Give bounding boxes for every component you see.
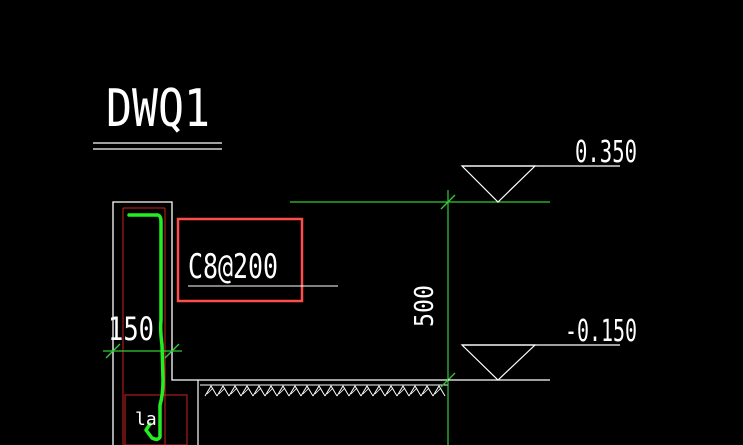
level-top-triangle <box>460 165 537 203</box>
hatch-mark <box>434 387 442 395</box>
thickness-dim-tick-right <box>164 343 180 359</box>
hatch-mark <box>254 387 262 395</box>
hatch-mark <box>338 387 346 395</box>
hatch-mark <box>228 385 242 397</box>
anchorage-length-mark: la <box>135 409 157 430</box>
hatch-mark <box>420 385 434 397</box>
hatch-mark <box>242 387 250 395</box>
hatch-mark <box>384 385 398 397</box>
hatch-mark <box>360 385 374 397</box>
hatch-mark <box>324 385 338 397</box>
wall-outline <box>112 201 448 445</box>
hatch-mark <box>290 387 298 395</box>
rebar-highlight-stroke <box>127 213 165 442</box>
height-dimension: 500 <box>410 285 440 327</box>
hatch-mark <box>218 387 226 395</box>
hatch-mark <box>374 387 382 395</box>
hatch-mark <box>432 385 446 397</box>
hatch-mark <box>266 387 274 395</box>
hatch-mark <box>288 385 302 397</box>
hatch-mark <box>314 387 322 395</box>
dim-tick-top <box>440 194 456 210</box>
hatch-mark <box>408 385 422 397</box>
rebar-highlight-box[interactable] <box>176 217 304 303</box>
hatch-mark <box>264 385 278 397</box>
hatch-mark <box>240 385 254 397</box>
hatch-mark <box>252 385 266 397</box>
hatch-mark <box>312 385 326 397</box>
wall-thickness-dimension: 150 <box>108 310 154 348</box>
hatch-mark <box>230 387 238 395</box>
hatch-mark <box>336 385 350 397</box>
hatch-mark <box>422 387 430 395</box>
hatch-mark <box>326 387 334 395</box>
level-bottom-triangle <box>460 344 537 381</box>
thickness-dim-tick-left <box>105 343 121 359</box>
hatch-mark <box>396 385 410 397</box>
drawing-title: DWQ1 <box>106 79 210 139</box>
hatch-mark <box>216 385 230 397</box>
hatch-mark <box>204 385 218 397</box>
ground-hatch <box>204 385 446 397</box>
footing-outline <box>124 394 188 445</box>
hatch-mark <box>276 385 290 397</box>
hatch-mark <box>398 387 406 395</box>
hatch-mark <box>300 385 314 397</box>
hatch-mark <box>278 387 286 395</box>
hatch-mark <box>372 385 386 397</box>
hatch-mark <box>386 387 394 395</box>
hatch-mark <box>348 385 362 397</box>
level-top-value: 0.350 <box>575 135 637 170</box>
level-bottom-value: -0.150 <box>565 314 637 349</box>
hatch-mark <box>302 387 310 395</box>
hatch-mark <box>206 387 214 395</box>
rebar-spec-label: C8@200 <box>188 247 278 287</box>
hatch-mark <box>362 387 370 395</box>
hatch-mark <box>410 387 418 395</box>
hatch-mark <box>350 387 358 395</box>
